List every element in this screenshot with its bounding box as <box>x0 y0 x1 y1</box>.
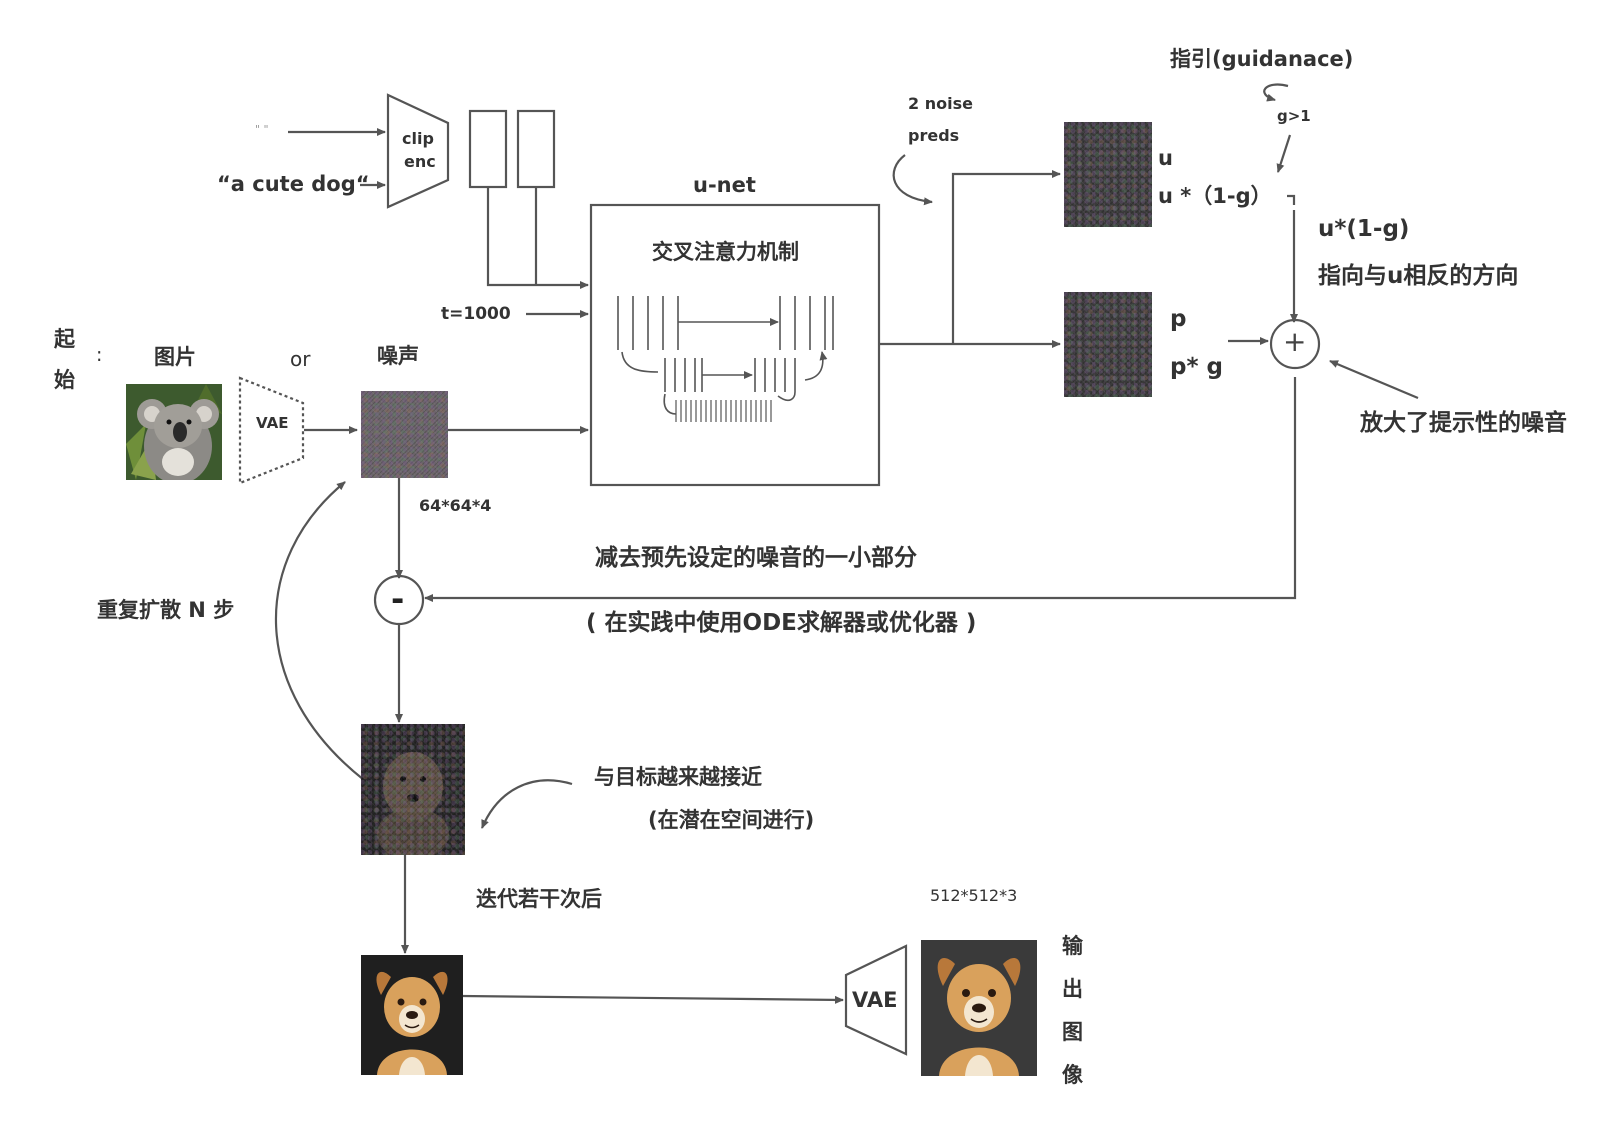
p-scaled-label: p* g <box>1170 354 1223 380</box>
start-label-char-2: 始 <box>54 368 75 392</box>
noise-latent-image <box>361 391 448 478</box>
u-term-label: u*(1-g) <box>1318 216 1410 242</box>
output-size-label: 512*512*3 <box>930 886 1018 905</box>
timestep-label: t=1000 <box>441 304 511 324</box>
closer-curve-arrow <box>480 779 573 829</box>
text-embedding-column-2 <box>516 109 556 189</box>
u-label: u <box>1158 146 1173 170</box>
start-vae-label: VAE <box>256 414 289 432</box>
or-label: or <box>290 347 311 371</box>
noise-pred-p-image <box>1064 292 1152 397</box>
noise-preds-curve-arrow <box>892 154 933 206</box>
unet-title: u-net <box>693 173 756 197</box>
final-to-vae-arrow <box>461 994 844 1004</box>
noise-preds-label-line2: preds <box>908 126 960 145</box>
amplify-note: 放大了提示性的噪音 <box>1360 410 1567 436</box>
embedding-to-unet-line <box>486 187 589 289</box>
output-vae-shape <box>844 944 908 1056</box>
guidance-curl-arrow <box>1263 83 1289 102</box>
cross-attention-label: 交叉注意力机制 <box>652 240 799 264</box>
branch-to-u <box>951 170 1061 344</box>
start-colon: : <box>96 344 103 366</box>
start-label-char-1: 起 <box>54 327 75 351</box>
subtract-symbol: - <box>391 580 405 618</box>
output-label-char-2: 出 <box>1062 977 1083 1001</box>
closer-label: 与目标越来越接近 <box>594 765 762 789</box>
repeat-loop-arrow <box>275 481 365 781</box>
guidance-title: 指引(guidanace) <box>1170 47 1354 71</box>
g-condition-label: g>1 <box>1277 107 1311 125</box>
output-label-char-4: 像 <box>1062 1063 1083 1087</box>
clip-encoder-label-line2: enc <box>404 152 436 171</box>
empty-prompt-label: " " <box>255 123 269 136</box>
after-iterations-label: 迭代若干次后 <box>476 887 602 911</box>
clip-encoder-shape <box>386 93 450 209</box>
u-term-desc: 指向与u相反的方向 <box>1318 263 1519 289</box>
output-label-char-3: 图 <box>1062 1020 1083 1044</box>
u-scaled-label: u *（1-g） <box>1158 184 1272 208</box>
noisy-dog-image <box>361 724 465 855</box>
subtract-desc: 减去预先设定的噪音的一小部分 <box>595 545 917 571</box>
closer-sub-label: (在潜在空间进行) <box>648 808 815 832</box>
output-dog-image <box>921 940 1037 1076</box>
noise-preds-label-line1: 2 noise <box>908 94 973 113</box>
g-condition-arrow <box>1276 134 1292 173</box>
prompt-label: “a cute dog“ <box>217 172 370 196</box>
noise-label: 噪声 <box>377 344 419 368</box>
start-vae-shape <box>238 376 305 485</box>
repeat-label: 重复扩散 N 步 <box>97 598 235 622</box>
text-embedding-column-1 <box>468 109 508 189</box>
output-label-char-1: 输 <box>1062 934 1083 958</box>
unet-internal-sketch <box>617 296 834 422</box>
clip-encoder-label-line1: clip <box>402 129 434 148</box>
final-dog-image <box>361 955 463 1075</box>
image-label: 图片 <box>154 345 196 369</box>
latent-size-label: 64*64*4 <box>419 496 492 515</box>
plus-node-circle <box>1269 318 1321 370</box>
output-vae-label: VAE <box>852 988 898 1012</box>
koala-image <box>126 384 222 480</box>
plus-to-subtract-line <box>424 377 1297 602</box>
u-term-bracket <box>1287 194 1296 205</box>
amplify-note-arrow <box>1329 359 1419 400</box>
plus-symbol: + <box>1283 325 1307 358</box>
subtract-desc-sub: ( 在实践中使用ODE求解器或优化器 ) <box>586 610 977 636</box>
noise-pred-u-image <box>1064 122 1152 227</box>
p-label: p <box>1170 306 1187 332</box>
